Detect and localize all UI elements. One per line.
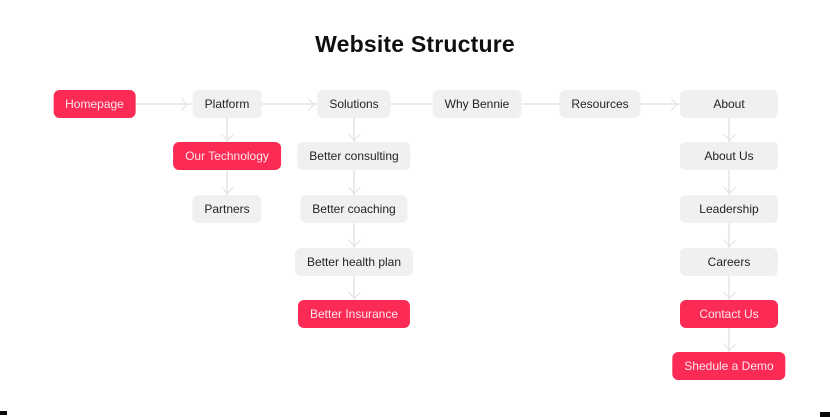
- node-shedule-a-demo[interactable]: Shedule a Demo: [672, 352, 786, 380]
- arrowhead-down-icon: [348, 286, 361, 299]
- arrowhead-right-icon: [175, 98, 188, 111]
- arrowhead-down-icon: [723, 128, 736, 141]
- node-better-consulting[interactable]: Better consulting: [297, 142, 411, 170]
- node-partners[interactable]: Partners: [192, 195, 262, 223]
- page-title: Website Structure: [315, 31, 515, 57]
- arrowhead-down-icon: [221, 128, 234, 141]
- node-better-health-plan[interactable]: Better health plan: [294, 248, 414, 276]
- arrowhead-down-icon: [348, 234, 361, 247]
- arrowhead-down-icon: [723, 338, 736, 351]
- connector-about-column: [728, 104, 730, 366]
- corner-mark-left: [0, 411, 7, 415]
- node-about-us[interactable]: About Us: [680, 142, 778, 170]
- node-platform[interactable]: Platform: [192, 90, 262, 118]
- node-contact-us[interactable]: Contact Us: [680, 300, 778, 328]
- node-why-bennie[interactable]: Why Bennie: [432, 90, 522, 118]
- arrowhead-down-icon: [221, 181, 234, 194]
- node-solutions[interactable]: Solutions: [317, 90, 391, 118]
- corner-mark-right: [820, 412, 830, 417]
- arrowhead-down-icon: [348, 128, 361, 141]
- arrowhead-right-icon: [665, 98, 678, 111]
- node-resources[interactable]: Resources: [559, 90, 641, 118]
- node-our-technology[interactable]: Our Technology: [173, 142, 281, 170]
- node-careers[interactable]: Careers: [680, 248, 778, 276]
- arrowhead-down-icon: [723, 234, 736, 247]
- node-better-coaching[interactable]: Better coaching: [300, 195, 408, 223]
- arrowhead-down-icon: [723, 286, 736, 299]
- connector-top-row: [94, 103, 729, 105]
- arrowhead-down-icon: [723, 181, 736, 194]
- arrowhead-down-icon: [348, 181, 361, 194]
- node-about[interactable]: About: [680, 90, 778, 118]
- arrowhead-right-icon: [302, 98, 315, 111]
- node-leadership[interactable]: Leadership: [680, 195, 778, 223]
- node-better-insurance[interactable]: Better Insurance: [297, 300, 411, 328]
- node-homepage[interactable]: Homepage: [53, 90, 136, 118]
